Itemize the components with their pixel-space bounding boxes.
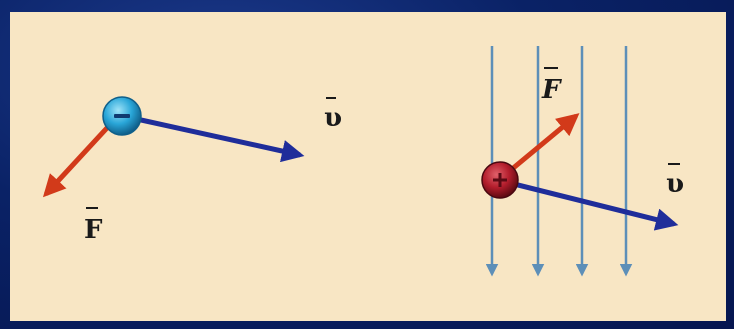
lorentz-force-diagram: υ F (42, 46, 684, 277)
left-force-label-group: F (84, 207, 103, 245)
right-velocity-arrow (505, 179, 679, 231)
left-force-label: F (84, 215, 103, 245)
diagram-panel: υ F (10, 12, 726, 321)
left-scene: υ F (42, 96, 342, 245)
left-velocity-arrow (131, 115, 305, 163)
right-velocity-label-group: υ (666, 163, 684, 199)
left-velocity-label: υ (324, 103, 342, 133)
right-scene: F υ (481, 46, 684, 277)
positive-charge (481, 161, 519, 199)
right-force-label-group: F (541, 67, 562, 105)
left-velocity-label-group: υ (324, 97, 342, 133)
left-force-arrow (42, 114, 120, 198)
minus-sign-icon (114, 114, 130, 118)
plus-sign-icon (493, 173, 507, 187)
right-force-label: F (541, 75, 562, 105)
right-velocity-label: υ (666, 169, 684, 199)
right-force-arrow (504, 113, 580, 176)
magnetic-field-lines (485, 46, 633, 277)
negative-charge (102, 96, 142, 136)
